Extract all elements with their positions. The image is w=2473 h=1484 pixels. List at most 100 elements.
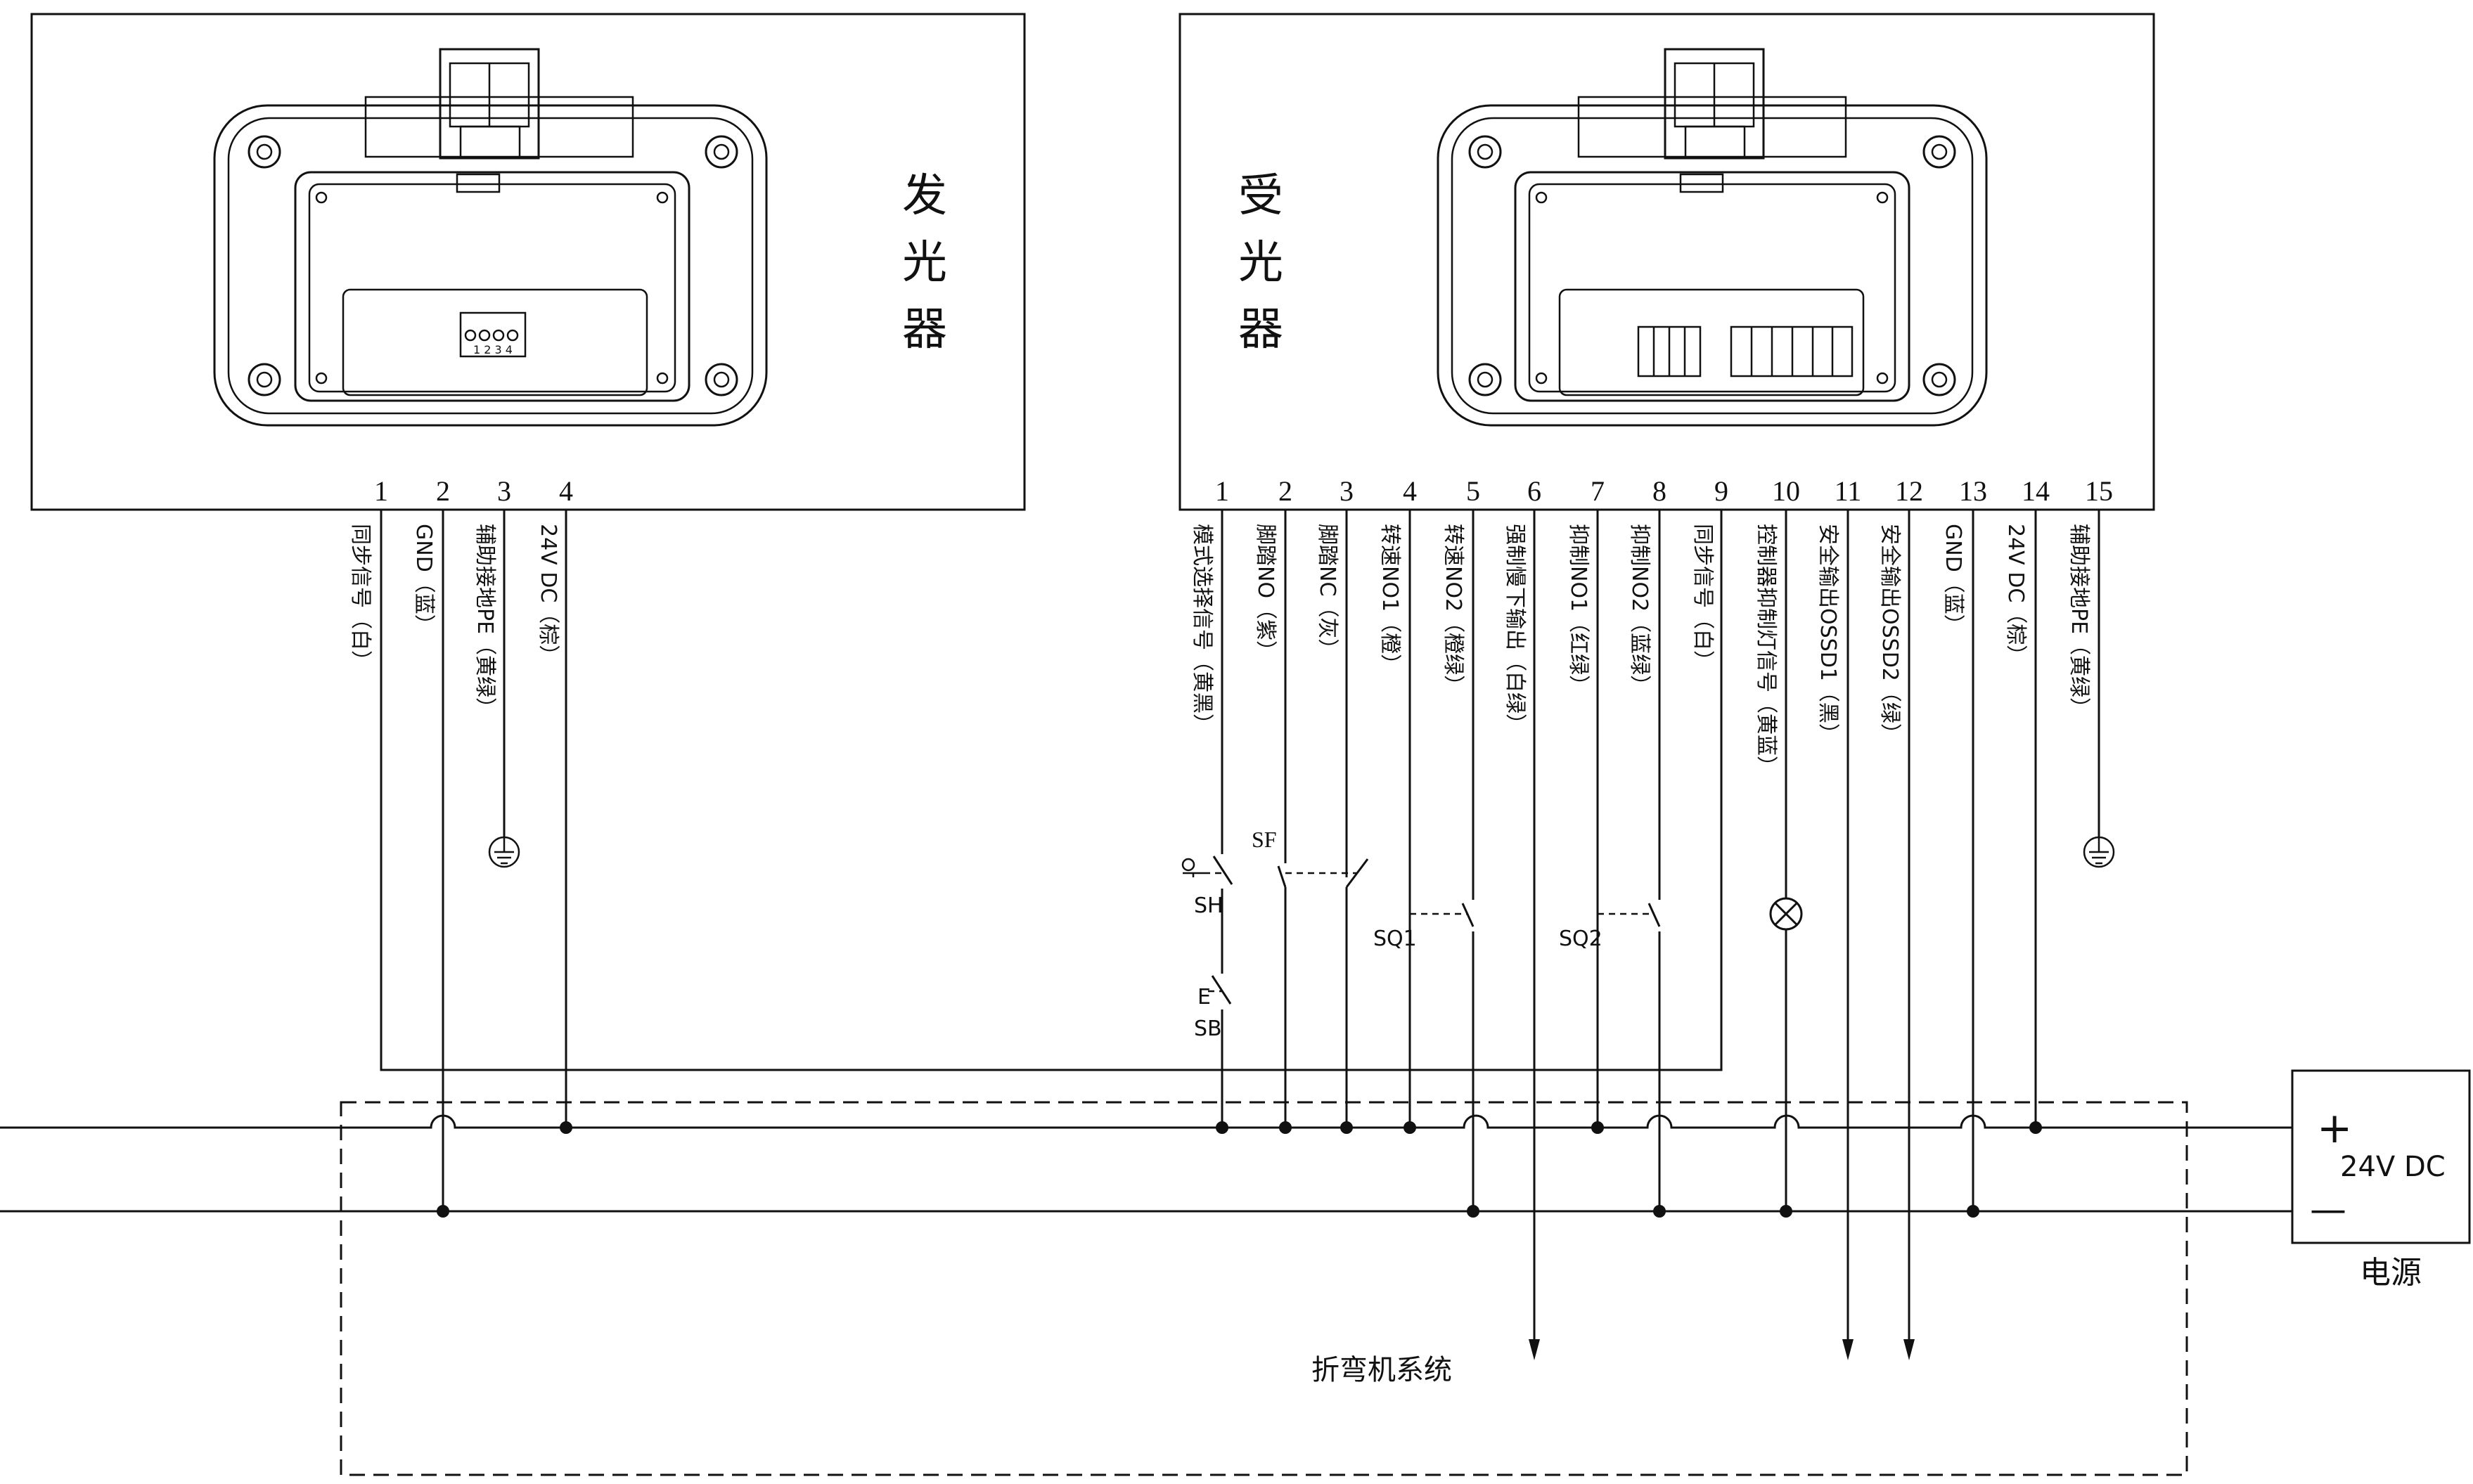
emitter-wires bbox=[380, 510, 1723, 1211]
emitter-ground-icon bbox=[488, 836, 520, 868]
receiver-pin-15-number: 15 bbox=[2085, 475, 2113, 507]
receiver-pin-7-number: 7 bbox=[1591, 475, 1605, 507]
sh-actuator-icon bbox=[1181, 858, 1195, 872]
power-minus-sign: — bbox=[2310, 1189, 2346, 1231]
receiver-wire-label-13: GND（蓝） bbox=[1941, 524, 1965, 635]
junction-dot bbox=[1653, 1205, 1666, 1218]
receiver-frame bbox=[1178, 13, 2155, 511]
power-supply-label: 电源 bbox=[2360, 1255, 2422, 1291]
emitter-pin-3-number: 3 bbox=[497, 475, 511, 507]
ossd2-arrow-icon bbox=[1903, 1339, 1915, 1360]
component-labels: SH E SB SF SQ1 SQ2 bbox=[1194, 827, 1602, 1041]
receiver-wire-label-11: 安全输出OSSD1（黑） bbox=[1816, 524, 1840, 744]
power-plus-sign: + bbox=[2317, 1104, 2352, 1153]
sq1-label: SQ1 bbox=[1373, 927, 1417, 951]
receiver-wire-label-3: 脚踏NC（灰） bbox=[1315, 524, 1340, 659]
emitter-wire-labels: 同步信号（白） GND（蓝） 辅助接地PE（黄绿） 24V DC（棕） bbox=[348, 524, 560, 718]
press-brake-system-label: 折弯机系统 bbox=[1311, 1354, 1452, 1386]
receiver-wire-label-14: 24V DC（棕） bbox=[2003, 524, 2028, 666]
sq2-label: SQ2 bbox=[1559, 927, 1602, 951]
receiver-pin-5-number: 5 bbox=[1466, 475, 1480, 507]
receiver-foot-nc-wire bbox=[1345, 510, 1369, 1128]
junction-dot bbox=[1340, 1121, 1353, 1134]
receiver-wire-label-8: 抑制NO2（蓝绿） bbox=[1627, 524, 1652, 696]
junction-dot bbox=[1216, 1121, 1228, 1134]
receiver-pin-2-number: 2 bbox=[1278, 475, 1292, 507]
junction-dot bbox=[2029, 1121, 2042, 1134]
emitter-frame bbox=[30, 13, 1026, 511]
junction-dots bbox=[437, 1121, 2042, 1218]
receiver-wire-label-9: 同步信号（白） bbox=[1690, 524, 1715, 671]
power-voltage-label: 24V DC bbox=[2340, 1151, 2446, 1183]
power-supply: + — 24V DC 电源 bbox=[2291, 1069, 2471, 1291]
receiver-mode-wire bbox=[1211, 510, 1233, 1128]
junction-dot bbox=[1403, 1121, 1416, 1134]
junction-dot bbox=[1591, 1121, 1604, 1134]
receiver-pin-numbers: 1 2 3 4 5 6 7 8 9 10 11 12 13 14 15 bbox=[1215, 475, 2113, 507]
emitter-device-drawing: 1 2 3 4 bbox=[213, 48, 768, 427]
receiver-pin-11-number: 11 bbox=[1835, 475, 1862, 507]
receiver-inhibit-no2-wire bbox=[1647, 510, 1661, 1211]
receiver-pin-8-number: 8 bbox=[1652, 475, 1666, 507]
receiver-wire-labels: 模式选择信号（黄黑） 脚踏NO（紫） 脚踏NC（灰） 转速NO1（橙） 转速NO… bbox=[1190, 524, 2091, 777]
receiver-speed-no2-wire bbox=[1461, 510, 1475, 1211]
receiver-title-char-2: 光 bbox=[1238, 237, 1283, 289]
emitter-title-char-2: 光 bbox=[902, 237, 947, 289]
receiver-pin-9-number: 9 bbox=[1714, 475, 1728, 507]
junction-dot bbox=[1467, 1205, 1479, 1218]
emitter-title-char-3: 器 bbox=[902, 304, 947, 356]
receiver-pin-3-number: 3 bbox=[1340, 475, 1354, 507]
ground-symbols bbox=[488, 836, 2115, 868]
junction-dot bbox=[1967, 1205, 1979, 1218]
emitter-pin-numbers: 1 2 3 4 bbox=[374, 475, 573, 507]
output-arrows bbox=[1529, 1339, 1915, 1360]
receiver-title-char-1: 受 bbox=[1238, 170, 1283, 222]
receiver-wire-label-12: 安全输出OSSD2（绿） bbox=[1877, 524, 1902, 744]
receiver-wire-label-4: 转速NO1（橙） bbox=[1377, 524, 1402, 675]
bus-lines bbox=[0, 1114, 2292, 1213]
receiver-wire-label-15: 辅助接地PE（黄绿） bbox=[2067, 524, 2091, 718]
junction-dot bbox=[1279, 1121, 1292, 1134]
forced-slow-arrow-icon bbox=[1529, 1339, 1540, 1360]
sh-actuator-base-icon bbox=[1183, 872, 1204, 877]
receiver-ground-icon bbox=[2083, 836, 2115, 868]
inhibit-lamp-icon bbox=[1769, 897, 1803, 931]
sb-e-label: E bbox=[1197, 985, 1211, 1009]
sb-label: SB bbox=[1194, 1017, 1222, 1041]
receiver-pin-1-number: 1 bbox=[1215, 475, 1229, 507]
emitter-wire-label-4: 24V DC（棕） bbox=[536, 524, 560, 666]
emitter-pin-4-number: 4 bbox=[559, 475, 573, 507]
emitter-pin-1-number: 1 bbox=[374, 475, 388, 507]
receiver-title-char-3: 器 bbox=[1238, 304, 1283, 356]
ossd1-arrow-icon bbox=[1842, 1339, 1854, 1360]
receiver-unit: 受 光 器 bbox=[1178, 13, 2155, 511]
junction-dot bbox=[560, 1121, 572, 1134]
emitter-wire-label-3: 辅助接地PE（黄绿） bbox=[473, 524, 497, 718]
emitter-wire-label-2: GND（蓝） bbox=[411, 524, 436, 635]
receiver-wire-label-10: 控制器抑制灯信号（黄蓝） bbox=[1754, 524, 1778, 777]
emitter-connector-pin-numbers: 1 2 3 4 bbox=[473, 343, 513, 356]
receiver-pin-10-number: 10 bbox=[1772, 475, 1800, 507]
emitter-wire-label-1: 同步信号（白） bbox=[348, 524, 373, 671]
sf-label: SF bbox=[1252, 827, 1277, 852]
positive-bus bbox=[0, 1114, 2292, 1129]
sh-label: SH bbox=[1194, 893, 1223, 918]
receiver-device-drawing bbox=[1437, 48, 1988, 427]
junction-dot bbox=[1780, 1205, 1792, 1218]
receiver-wires bbox=[1211, 510, 2100, 1343]
receiver-pin-14-number: 14 bbox=[2022, 475, 2050, 507]
receiver-wire-label-1: 模式选择信号（黄黑） bbox=[1190, 524, 1214, 735]
receiver-pin-6-number: 6 bbox=[1527, 475, 1541, 507]
receiver-wire-label-5: 转速NO2（橙绿） bbox=[1441, 524, 1465, 696]
emitter-pin-2-number: 2 bbox=[436, 475, 450, 507]
emitter-title-char-1: 发 bbox=[902, 170, 947, 222]
power-supply-box bbox=[2291, 1069, 2471, 1244]
press-brake-system-boundary bbox=[340, 1101, 2188, 1476]
receiver-foot-no-wire bbox=[1277, 510, 1287, 1128]
receiver-pin-13-number: 13 bbox=[1959, 475, 1987, 507]
receiver-wire-label-6: 强制慢下输出（白绿） bbox=[1503, 524, 1527, 735]
sync-signal-wire bbox=[380, 510, 1723, 1071]
switch-linkages bbox=[1181, 858, 1655, 993]
emitter-unit: 1 2 3 4 发 光 器 bbox=[30, 13, 1026, 511]
